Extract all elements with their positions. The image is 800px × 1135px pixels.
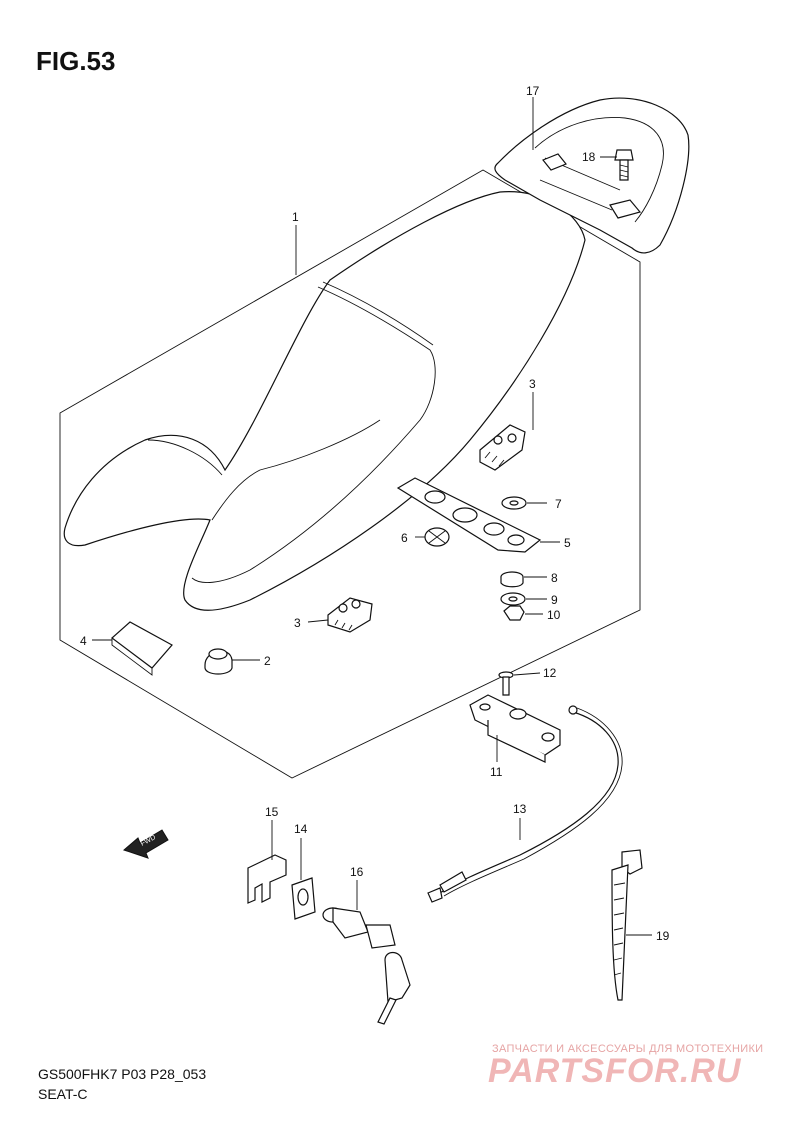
section-name: SEAT-C xyxy=(38,1086,88,1102)
seat-lock-cable xyxy=(427,705,623,903)
callout-9: 9 xyxy=(551,593,558,607)
seat-lock xyxy=(469,694,561,763)
washer-7-hole xyxy=(509,500,519,506)
fwd-arrow: FWD xyxy=(123,829,169,859)
screw-12 xyxy=(498,671,514,696)
fastener-6 xyxy=(424,527,450,547)
callout-5: 5 xyxy=(564,536,571,550)
callout-8: 8 xyxy=(551,571,558,585)
watermark-tagline: ЗАПЧАСТИ И АКСЕССУАРЫ ДЛЯ МОТОТЕХНИКИ xyxy=(492,1043,764,1055)
grab-rail xyxy=(494,97,690,254)
figure-title: FIG.53 xyxy=(36,46,116,76)
callout-4: 4 xyxy=(80,634,87,648)
model-code: GS500FHK7 P03 P28_053 xyxy=(38,1066,207,1082)
callout-19: 19 xyxy=(656,929,670,943)
clip-15 xyxy=(247,854,287,904)
callout-13: 13 xyxy=(513,802,527,816)
callout-6: 6 xyxy=(401,531,408,545)
callout-10: 10 xyxy=(547,608,561,622)
pad-4 xyxy=(111,621,173,669)
callout-11: 11 xyxy=(490,765,503,779)
callout-18: 18 xyxy=(582,150,596,164)
nut-10 xyxy=(503,605,525,621)
callout-7: 7 xyxy=(555,497,562,511)
cable-tie xyxy=(611,849,643,1001)
callout-17: 17 xyxy=(526,84,540,98)
callouts: 1 2 3 3 4 5 6 7 8 9 10 11 12 13 14 15 16… xyxy=(80,84,670,943)
callout-2: 2 xyxy=(264,654,271,668)
callout-16: 16 xyxy=(350,865,364,879)
callout-14: 14 xyxy=(294,822,308,836)
callout-12: 12 xyxy=(543,666,557,680)
cushion-2 xyxy=(204,648,233,675)
cover-14 xyxy=(291,877,316,920)
cushion-rubber-upper xyxy=(479,424,526,471)
washer-9-hole xyxy=(508,596,518,602)
assembly-outline xyxy=(59,169,641,779)
callout-3-lower: 3 xyxy=(294,616,301,630)
bracket-plate xyxy=(396,477,542,553)
callout-1: 1 xyxy=(292,210,299,224)
watermark-brand: PARTSFOR.RU xyxy=(488,1052,742,1090)
callout-15: 15 xyxy=(265,805,279,819)
cushion-rubber-lower xyxy=(327,597,373,633)
leader-lines xyxy=(92,97,652,936)
spacer-8 xyxy=(500,571,524,588)
seat xyxy=(63,191,586,611)
callout-3-upper: 3 xyxy=(529,377,536,391)
lock-cylinder xyxy=(322,907,411,1025)
